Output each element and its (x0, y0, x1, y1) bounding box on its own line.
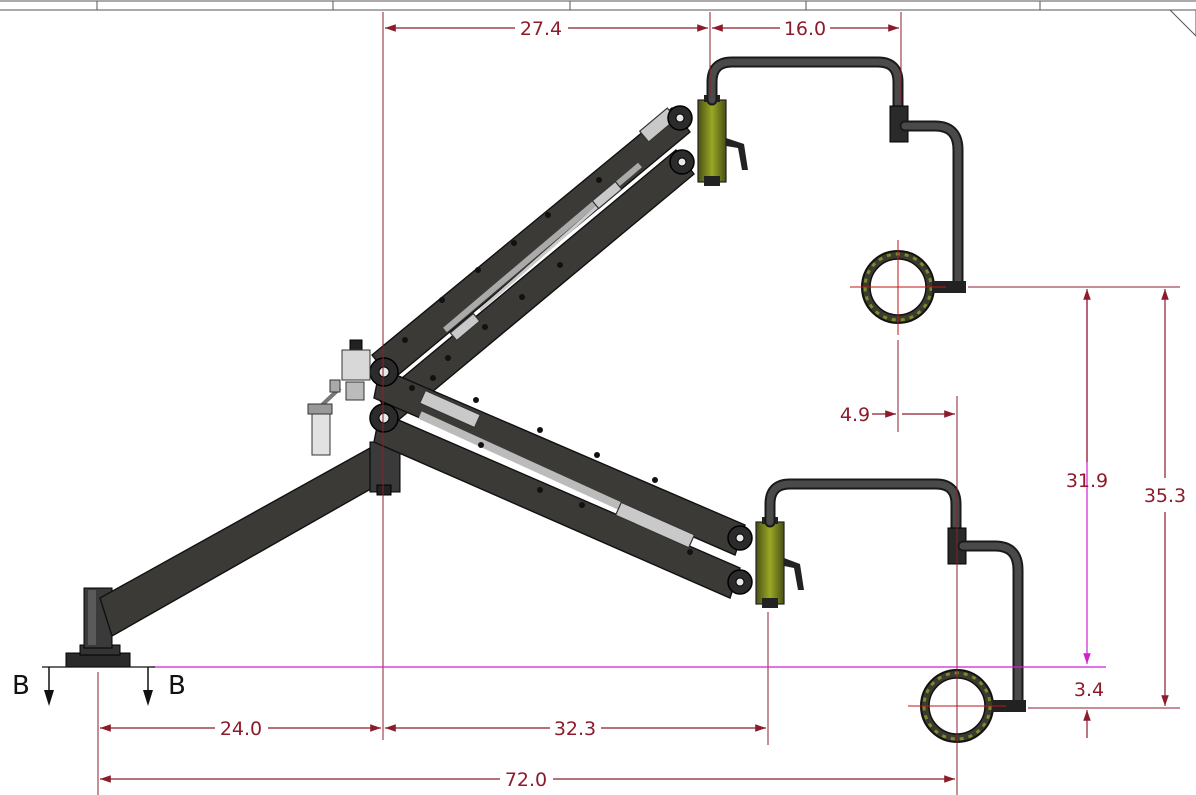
upper-head (697, 95, 748, 186)
dimension-27-4: 27.4 (385, 18, 708, 40)
dim-text-3-4: 3.4 (1074, 679, 1104, 701)
dim-text-4-9: 4.9 (840, 404, 870, 426)
dimension-72-0: 72.0 (100, 769, 955, 791)
lower-parallel-arm (373, 367, 746, 599)
dimension-4-9: 4.9 (840, 404, 955, 426)
dim-text-35-3: 35.3 (1144, 485, 1186, 507)
title-block-border (0, 0, 1196, 37)
section-label-right: B (168, 671, 186, 701)
upper-parallel-arm (371, 106, 695, 424)
section-label-left: B (12, 671, 30, 701)
lower-pipe-assembly (764, 478, 1026, 743)
dimension-31-9: 31.9 (1066, 289, 1108, 492)
dim-text-24-0: 24.0 (220, 718, 262, 740)
dim-text-27-4: 27.4 (520, 18, 562, 40)
air-regulator (307, 339, 371, 456)
dim-text-32-3: 32.3 (554, 718, 596, 740)
extension-lines (97, 12, 1180, 795)
dimension-35-3: 35.3 (1144, 289, 1186, 706)
arm-bolts (402, 177, 693, 555)
dimension-3-4: 3.4 (1074, 679, 1104, 738)
dimension-24-0: 24.0 (100, 718, 381, 740)
dim-text-72-0: 72.0 (505, 769, 547, 791)
dimension-32-3: 32.3 (385, 718, 766, 740)
upper-pipe-assembly (706, 56, 966, 324)
dim-text-16-0: 16.0 (784, 18, 826, 40)
lower-head (755, 517, 804, 608)
dimension-16-0: 16.0 (712, 18, 899, 40)
section-line-b-b: B B (12, 666, 186, 706)
lower-support-arm (99, 441, 401, 638)
center-marks (850, 240, 1006, 755)
dim-text-31-9: 31.9 (1066, 470, 1108, 492)
